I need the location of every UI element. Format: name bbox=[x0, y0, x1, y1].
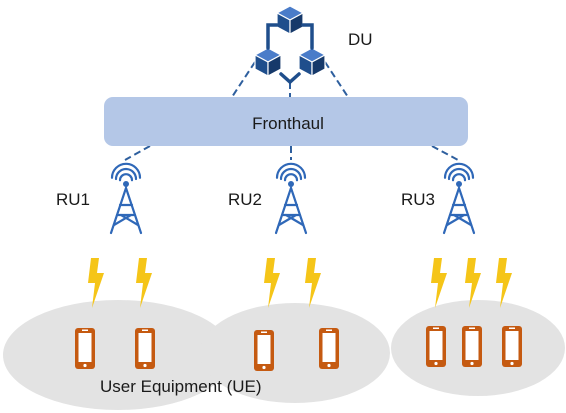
smartphone-icon bbox=[426, 326, 446, 367]
lightning-icon bbox=[465, 258, 481, 308]
du-label: DU bbox=[348, 30, 373, 49]
cell-tower-icon bbox=[109, 162, 143, 235]
coverage-area-ru2 bbox=[200, 303, 390, 403]
lightning-icon bbox=[136, 258, 152, 308]
fronthaul-bar bbox=[104, 97, 468, 146]
du-links bbox=[231, 61, 349, 98]
lightning-icon bbox=[305, 258, 321, 308]
ue-caption: User Equipment (UE) bbox=[100, 377, 262, 396]
coverage-area-ru1 bbox=[3, 300, 233, 410]
smartphone-icon bbox=[254, 330, 274, 371]
coverage-areas bbox=[3, 300, 565, 410]
lightning-icon bbox=[264, 258, 280, 308]
cell-tower-icon bbox=[442, 162, 476, 235]
smartphone-icon bbox=[135, 328, 155, 369]
smartphone-icon bbox=[502, 326, 522, 367]
du-link-right bbox=[324, 61, 349, 98]
ru1-label: RU1 bbox=[56, 190, 90, 209]
smartphone-icon bbox=[462, 326, 482, 367]
ru3-label: RU3 bbox=[401, 190, 435, 209]
lightning-icon bbox=[431, 258, 447, 308]
lightning-icon bbox=[88, 258, 104, 308]
du-link-left bbox=[231, 61, 256, 98]
tower-group bbox=[109, 162, 476, 235]
wireless-links bbox=[88, 258, 512, 308]
smartphone-icon bbox=[319, 328, 339, 369]
user-devices bbox=[75, 326, 522, 371]
smartphone-icon bbox=[75, 328, 95, 369]
ru-link-3 bbox=[431, 145, 459, 161]
cube-cluster-icon bbox=[254, 5, 326, 85]
fronthaul-label: Fronthaul bbox=[252, 114, 324, 133]
lightning-icon bbox=[496, 258, 512, 308]
cube-top bbox=[276, 5, 304, 35]
cell-tower-icon bbox=[274, 162, 308, 235]
ru-link-1 bbox=[124, 145, 151, 161]
ru-links bbox=[124, 145, 459, 161]
ru2-label: RU2 bbox=[228, 190, 262, 209]
cube-left bbox=[254, 47, 282, 77]
cube-right bbox=[298, 47, 326, 77]
